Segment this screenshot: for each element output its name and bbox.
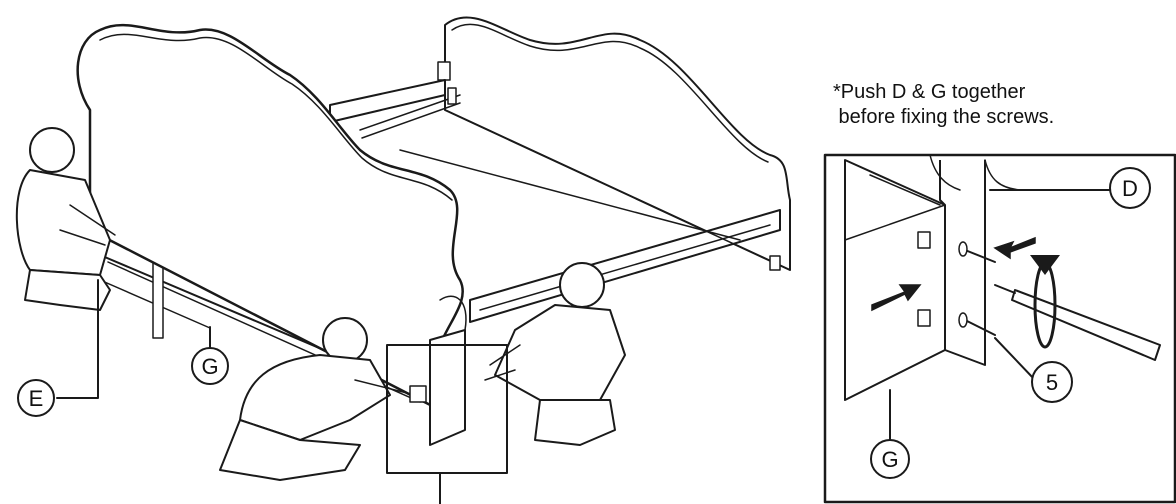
label-5-inset: 5	[1046, 370, 1058, 395]
note-line-2: before fixing the screws.	[833, 106, 1055, 128]
person-left	[15, 127, 116, 311]
label-g-inset: G	[881, 447, 898, 472]
inset-detail: D 5 G	[823, 153, 1176, 504]
front-headboard	[76, 23, 467, 446]
bed-frame-rails	[329, 79, 791, 323]
push-arrow-icon	[871, 284, 922, 312]
detail-callout-box	[386, 344, 508, 474]
screw-arrow-icon	[993, 236, 1036, 260]
label-d-inset: D	[1122, 176, 1138, 201]
assembly-note: *Push D & G together before fixing the s…	[833, 80, 1054, 130]
person-right	[484, 262, 626, 446]
label-e-callout: E	[17, 279, 99, 417]
rotation-arrow-icon	[1030, 255, 1060, 275]
note-line-1: *Push D & G together	[833, 81, 1026, 103]
person-center	[219, 317, 427, 481]
label-e: E	[29, 386, 44, 411]
label-g-main: G	[201, 354, 218, 379]
label-g-main-callout: G	[191, 326, 229, 385]
rear-headboard	[437, 16, 791, 271]
